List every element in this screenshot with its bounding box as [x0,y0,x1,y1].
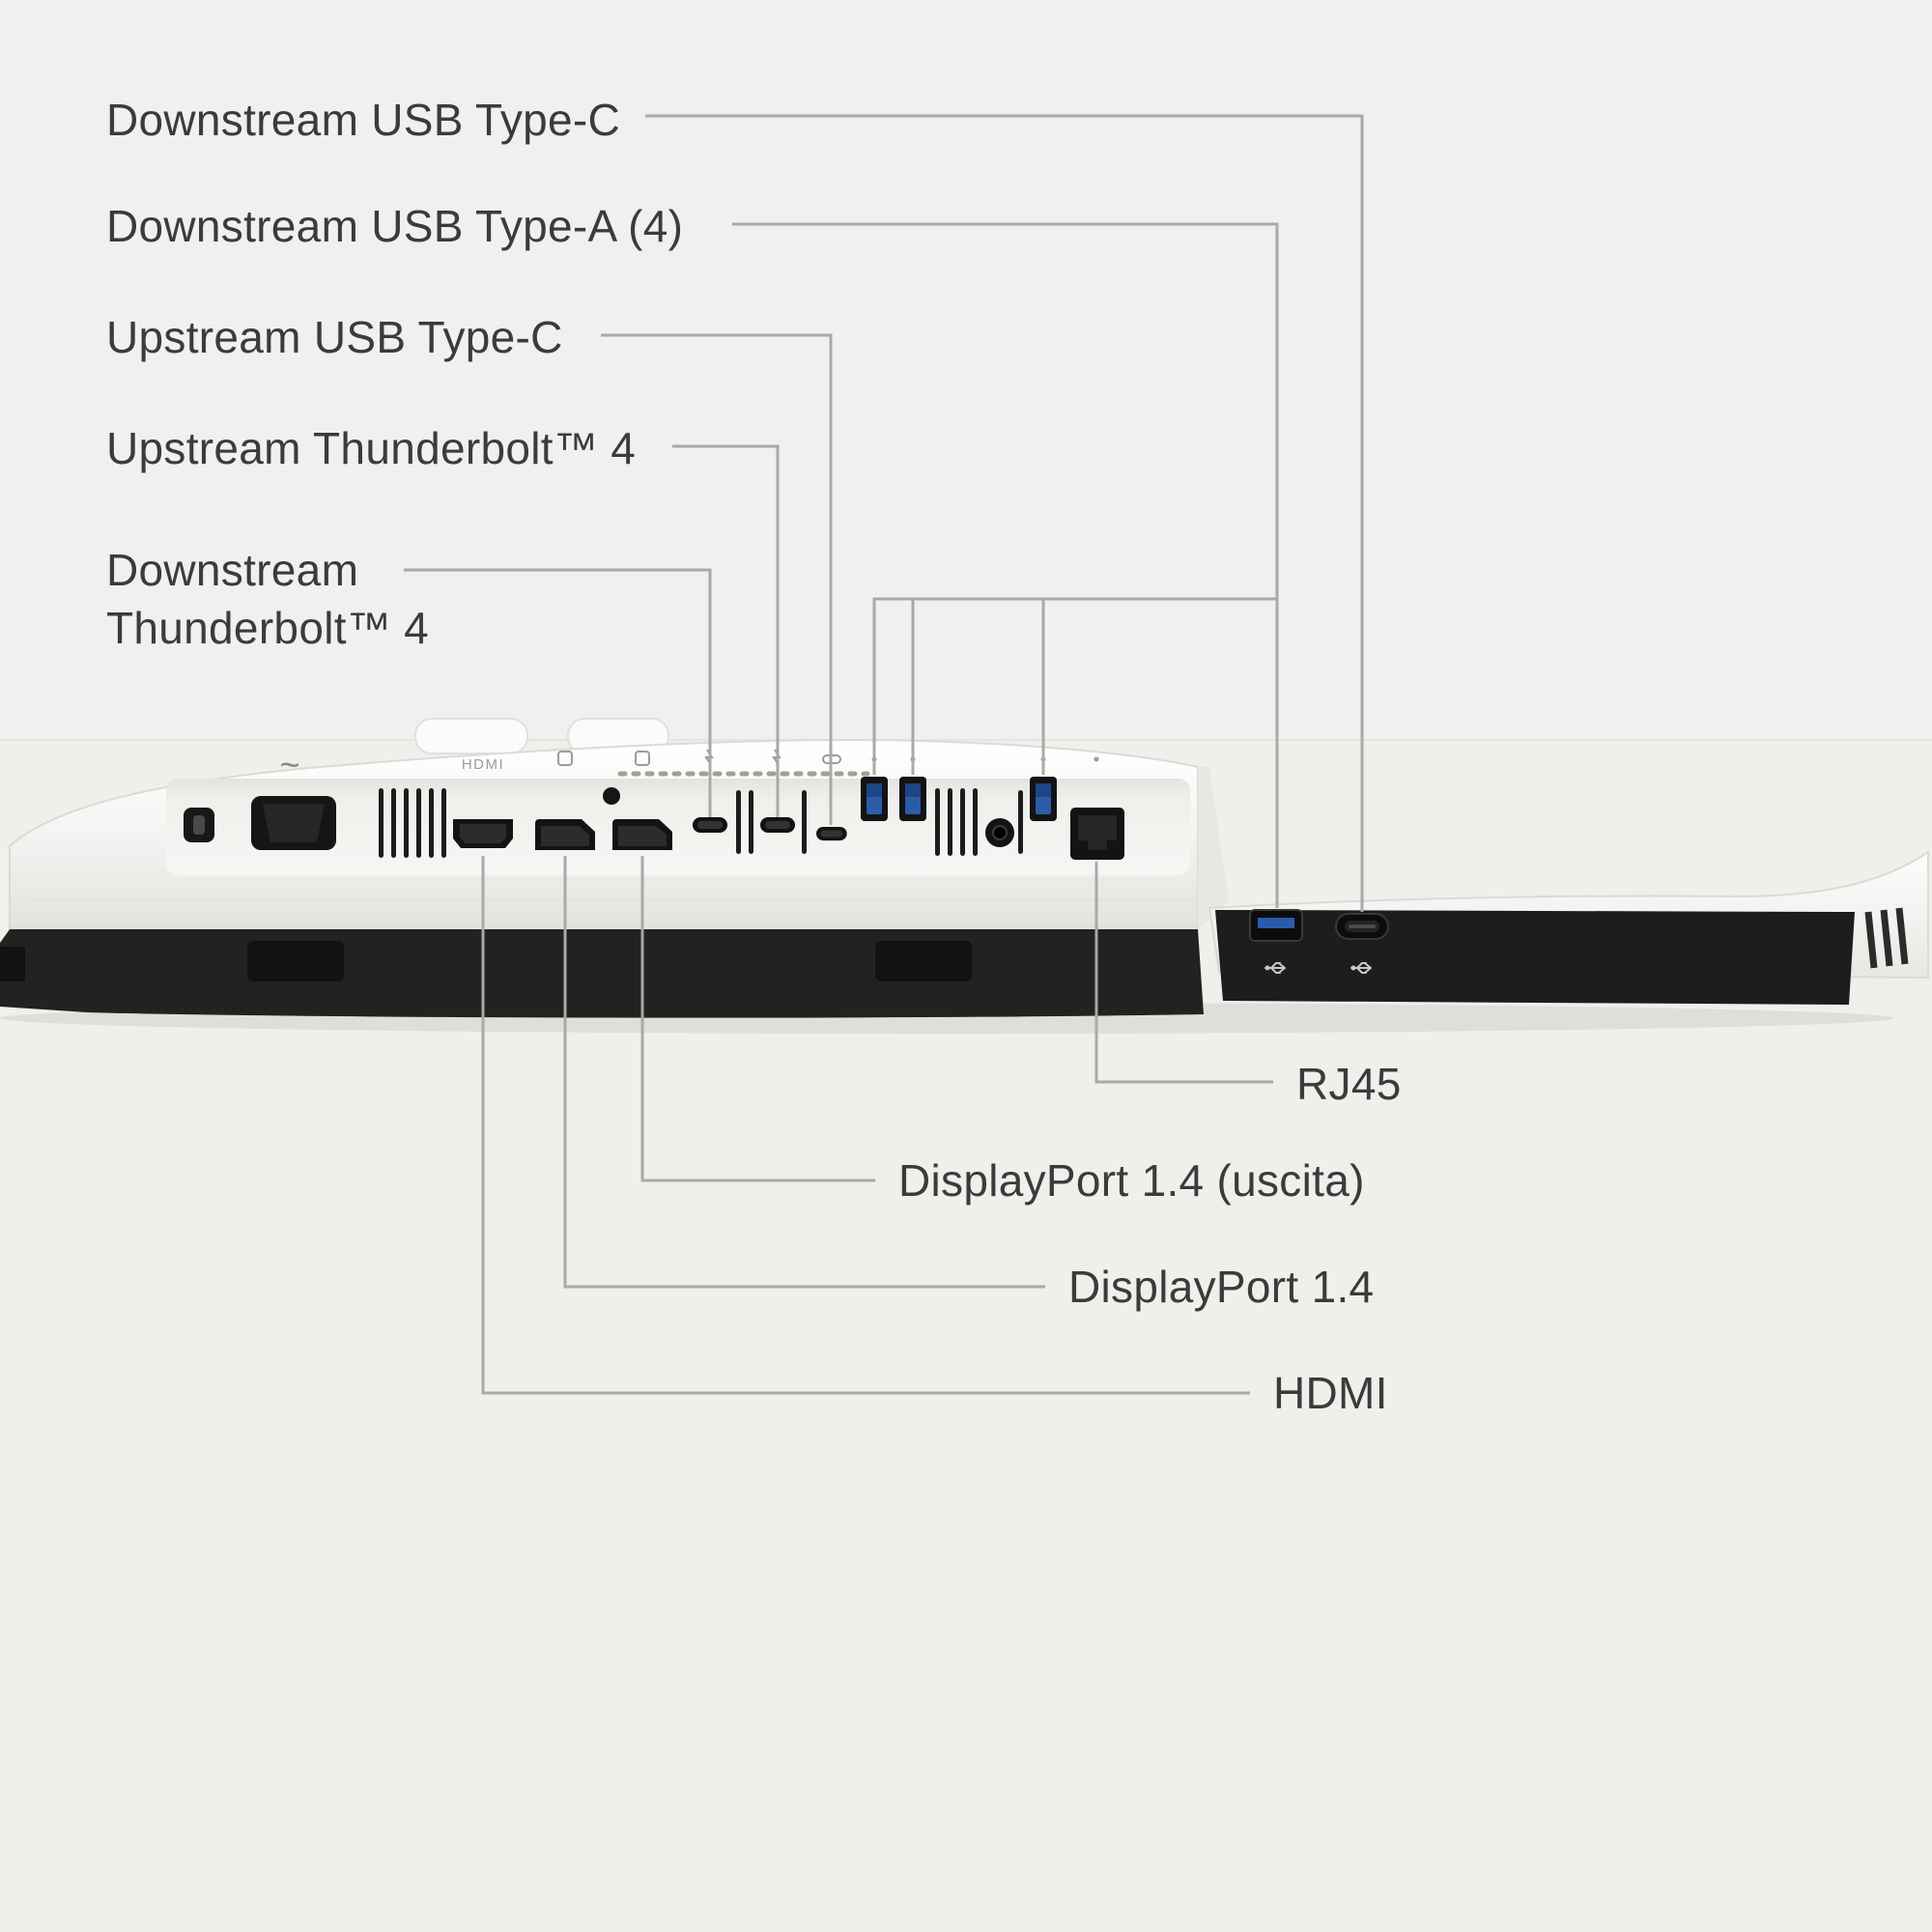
rj45-port [1070,808,1124,860]
leader-usb-a-branch [872,597,1277,775]
label-hdmi: HDMI [1273,1368,1388,1418]
leader-hdmi [481,856,1250,1395]
label-upstream-usb-c: Upstream USB Type-C [106,312,563,362]
port-recess [166,779,1190,875]
vent-slots [379,788,1023,858]
dp-logo-marking [557,751,573,766]
audio-jack [985,818,1014,847]
downstream-usb-a-port-1 [861,777,888,821]
leader-displayport [563,856,1045,1289]
upstream-thunderbolt-4-port [760,817,795,833]
downstream-thunderbolt-4-port [693,817,727,833]
downstream-usb-a-port-4 [1249,909,1303,942]
hdmi-port [453,819,513,848]
label-downstream-tb4: Downstream Thunderbolt™ 4 [106,541,429,657]
downstream-usb-a-port-3 [1030,777,1057,821]
label-displayport: DisplayPort 1.4 [1068,1262,1375,1312]
leader-downstream-usb-c [645,114,1364,912]
label-downstream-tb4-line2: Thunderbolt™ 4 [106,603,430,653]
downstream-usb-c-port [1335,913,1389,940]
leader-displayport-out [640,856,875,1182]
dp-logo-marking [635,751,650,766]
leader-downstream-usb-a [732,222,1279,908]
hdmi-marking: HDMI [462,756,504,773]
lan-marking-dot [1094,756,1099,762]
label-downstream-usb-c: Downstream USB Type-C [106,95,621,145]
ac-power-inlet [251,796,336,850]
right-port-strip [1215,907,1909,1005]
downstream-usb-a-port-2 [899,777,926,821]
leader-lines [404,114,1364,1395]
upstream-usb-c-port [816,827,847,841]
leader-rj45 [1094,862,1273,1084]
chassis-facet [1198,767,1229,929]
label-rj45: RJ45 [1296,1059,1402,1109]
bottom-bar [0,929,1204,1018]
label-displayport-out: DisplayPort 1.4 (uscita) [898,1155,1365,1206]
displayport-1-4-port [535,819,595,850]
label-downstream-usb-a: Downstream USB Type-A (4) [106,201,684,251]
leader-upstream-tb4 [672,444,780,817]
leader-upstream-usb-c [601,333,833,825]
screw-hole [603,787,620,805]
label-upstream-tb4: Upstream Thunderbolt™ 4 [106,423,637,473]
ac-power-marking: ~ [279,745,299,784]
label-downstream-tb4-line1: Downstream [106,545,359,595]
displayport-1-4-out-port [612,819,672,850]
kensington-lock-slot [184,808,214,842]
right-end-vents [1864,907,1909,969]
leader-downstream-tb4 [404,568,712,817]
